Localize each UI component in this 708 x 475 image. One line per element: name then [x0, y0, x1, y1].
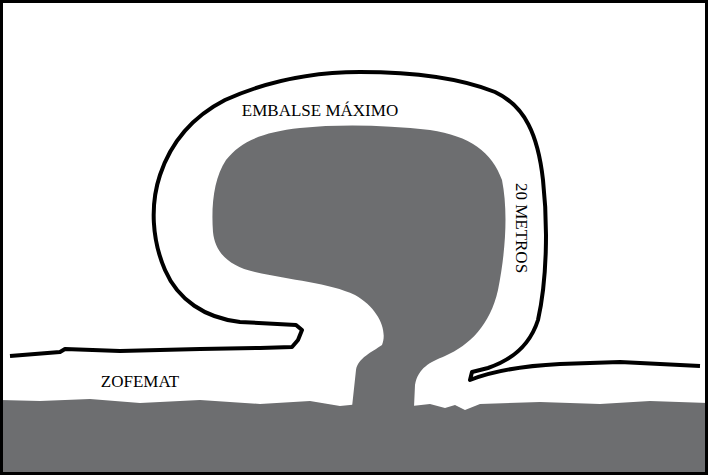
ground — [0, 399, 708, 475]
rock-formation — [212, 126, 505, 407]
label-text: ZOFEMAT — [101, 373, 179, 390]
max-reservoir-line — [10, 72, 700, 380]
label-text: 20 METROS — [513, 183, 530, 273]
label-text: EMBALSE MÁXIMO — [242, 102, 398, 119]
